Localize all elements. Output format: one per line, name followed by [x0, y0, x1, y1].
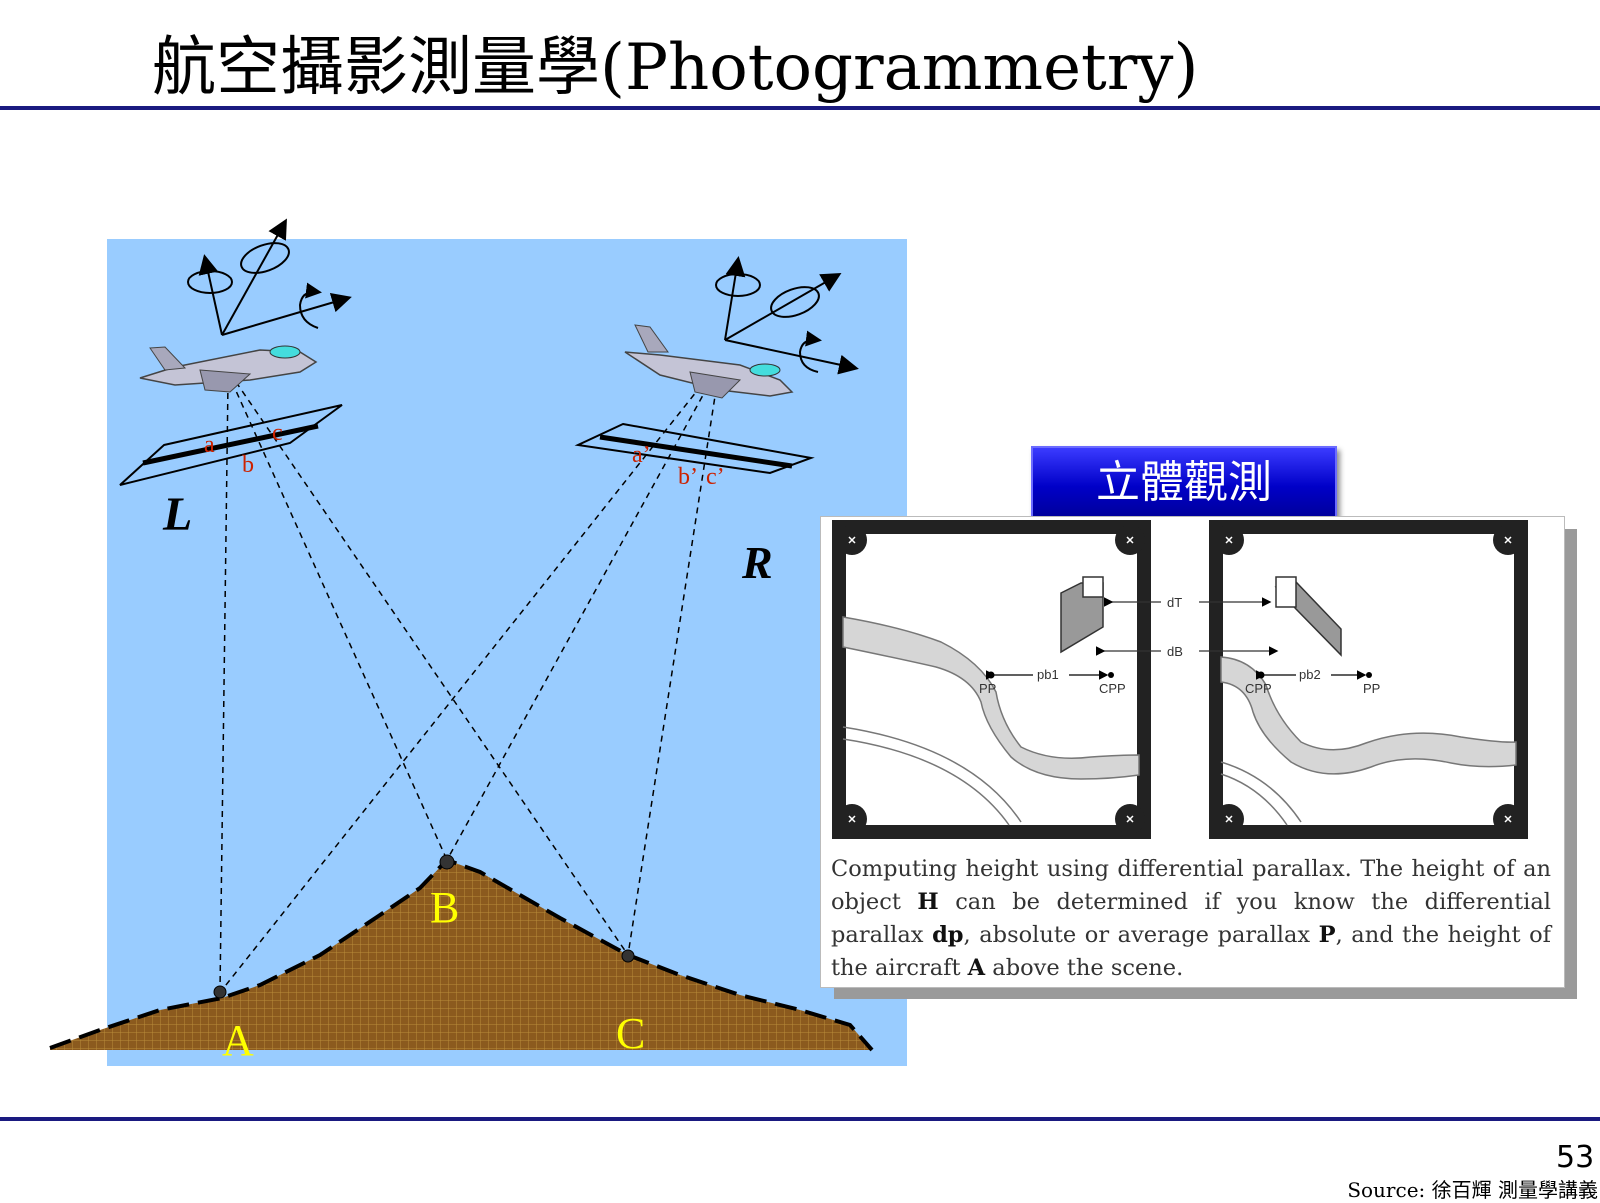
ground-point-markers [213, 854, 635, 999]
image-point-a: a [204, 432, 215, 458]
annotation-pp-right: PP [1363, 681, 1380, 696]
right-airplane-icon [624, 324, 794, 399]
annotation-pp-left: PP [979, 681, 996, 696]
ground-point-c: C [616, 1009, 645, 1058]
caption-symbol-a: A [967, 955, 986, 981]
annotation-db: dB [1167, 644, 1183, 659]
page-title: 航空攝影測量學(Photogrammetry) [152, 31, 1199, 105]
terrain [50, 860, 872, 1050]
right-photo-label: R [741, 537, 773, 588]
image-point-b-prime: b’ [678, 464, 698, 490]
footer-divider [0, 1117, 1600, 1121]
ground-point-b: B [430, 883, 459, 932]
stereo-pair-figure: dT dB pb1 pb2 PP CPP CPP PP [832, 520, 1528, 839]
stereo-viewing-badge: 立體觀測 [1031, 446, 1337, 520]
terrain-outline [49, 857, 874, 1052]
caption-text-3: , absolute or average parallax [963, 922, 1319, 948]
caption-symbol-dp: dp [932, 922, 964, 948]
image-point-c: c [272, 420, 283, 446]
stereo-pair-panel: dT dB pb1 pb2 PP CPP CPP PP Computing he… [820, 516, 1565, 988]
annotation-dt: dT [1167, 595, 1182, 610]
right-photo-frame [1209, 520, 1528, 839]
caption-text-4: , and the height of the aircraft [831, 922, 1551, 981]
image-point-a-prime: a’ [632, 442, 651, 468]
figure-caption: Computing height using differential para… [831, 853, 1551, 985]
parallax-arrows [1095, 597, 1279, 656]
close-x-icon [1225, 536, 1512, 823]
right-image-plane [574, 422, 815, 475]
annotation-pb1: pb1 [1037, 667, 1059, 682]
title-divider [0, 106, 1600, 110]
image-point-c-prime: c’ [706, 464, 725, 490]
caption-text-5: above the scene. [985, 955, 1184, 981]
caption-symbol-p: P [1318, 922, 1336, 948]
caption-symbol-h: H [917, 889, 939, 915]
left-image-plane [119, 404, 343, 486]
left-photo-label: L [162, 488, 192, 541]
left-photo-frame [832, 520, 1151, 839]
caption-text-2: can be determined if you know the differ… [831, 889, 1551, 948]
caption-text-1: Computing height using differential para… [831, 856, 1551, 915]
image-point-b: b [242, 452, 254, 478]
annotation-cpp-right: CPP [1245, 681, 1272, 696]
left-airplane-icon [139, 345, 318, 393]
close-x-icon [848, 536, 1134, 823]
ground-point-a: A [222, 1016, 254, 1065]
right-rotation-axes-icon [715, 256, 859, 375]
left-rotation-axes-icon [187, 218, 352, 336]
annotation-pb2: pb2 [1299, 667, 1321, 682]
annotation-cpp-left: CPP [1099, 681, 1126, 696]
page-number: 53 [1556, 1140, 1595, 1175]
source-citation: Source: 徐百輝 測量學講義 [1347, 1178, 1598, 1202]
